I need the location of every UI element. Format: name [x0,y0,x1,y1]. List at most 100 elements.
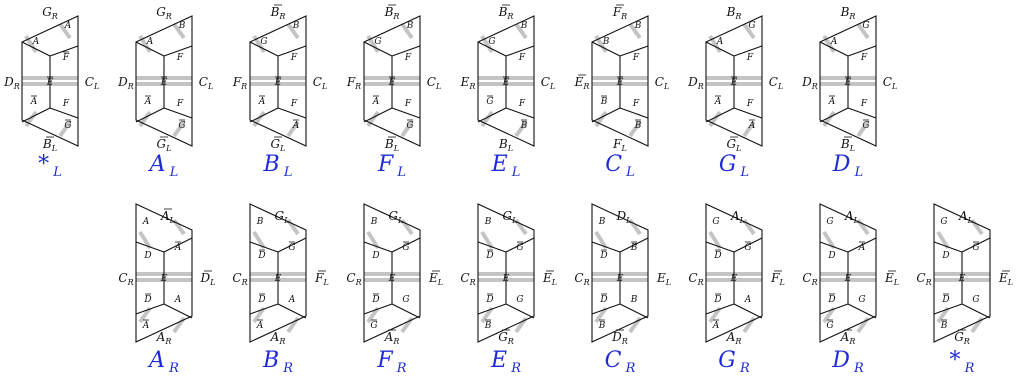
left-label: CR [232,271,247,287]
trapezoid-outline [363,203,421,343]
bottom-label: AR [270,330,286,346]
right-label: FL [770,271,785,287]
inner-edge [363,303,393,315]
cell-label: D [485,295,493,305]
inner-edge [847,107,877,119]
hatch-stripe [822,230,836,250]
right-label: CL [769,75,784,91]
hatch-stripe [252,230,266,250]
bottom-label: DR [611,330,628,346]
left-label: CR [916,271,931,287]
inner-edge [277,45,307,57]
cell-label: G [972,295,979,305]
left-label: CR [802,271,817,287]
top-label: GL [389,209,404,225]
cell-label: G [826,217,833,227]
inner-edge [847,303,877,319]
left-label: ER [460,75,476,91]
cell-label: B [598,321,606,331]
inner-edge [505,45,535,57]
bottom-label: AR [840,330,856,346]
cell-label: G [744,243,751,253]
right-label: CL [541,75,556,91]
hatch-stripe [594,306,608,324]
inner-edge [49,45,79,57]
left-label: ER [574,75,590,91]
trapezoid-outline [705,15,763,147]
inner-edge [21,41,51,57]
cell-label: G [402,295,409,305]
panel-caption: A L [148,152,179,180]
inner-edge [249,241,279,253]
cell-label: G [516,243,523,253]
cell-label: E [502,274,510,284]
trapezoid-outline [591,203,649,343]
cell-label: D [941,295,949,305]
inner-edge [163,107,193,119]
cell-label: B [940,321,948,331]
trapezoid-outline [135,15,193,147]
cell-label: F [290,53,298,63]
trapezoid-outline [21,15,79,147]
hatch-stripe [286,22,300,40]
cell-label: E [46,78,54,88]
cell-label: A [30,97,38,107]
panel-caption: F L [377,152,406,180]
left-label: CR [574,271,589,287]
cell-label: F [290,99,298,109]
hatch-stripe [138,34,152,54]
inner-edge [705,241,735,253]
inner-edge [961,237,991,253]
cell-label: F [632,53,640,63]
cell-label: E [616,274,624,284]
hatch-stripe [138,230,152,250]
trapezoid-outline [477,15,535,147]
inner-edge [477,241,507,253]
cell-label: E [730,78,738,88]
panel-caption: E R [490,348,521,376]
top-label: AL [958,209,973,225]
hatch-stripe [58,120,72,138]
inner-edge [733,237,763,253]
right-label: CL [655,75,670,91]
cell-label: E [616,78,624,88]
inner-edge [477,303,507,315]
top-label: BR [270,5,286,21]
top-label: GR [42,5,58,21]
hatch-stripe [936,306,950,324]
cell-label: B [292,21,300,31]
hatch-stripe [286,120,300,138]
hatch-stripe [742,120,756,138]
cell-label: E [160,274,168,284]
cell-label: A [292,121,300,131]
cell-label: F [176,99,184,109]
inner-edge [591,241,621,253]
bottom-label: BL [384,137,399,153]
hatch-stripe [480,306,494,324]
cell-label: B [370,217,378,227]
cell-label: A [64,21,72,31]
cell-label: E [958,274,966,284]
cell-label: F [860,53,868,63]
inner-edge [619,107,649,119]
hatch-stripe [138,306,152,324]
trapezoid-outline [705,203,763,343]
cell-label: F [404,99,412,109]
top-label: AL [160,209,175,225]
right-label: CL [883,75,898,91]
hatch-stripe [594,230,608,250]
cell-label: G [862,21,869,31]
right-label: CL [199,75,214,91]
top-label: BR [498,5,514,21]
inner-edge [819,241,849,253]
bottom-label: BL [840,137,855,153]
inner-edge [249,107,279,123]
inner-edge [21,107,51,123]
cell-label: G [862,121,869,131]
